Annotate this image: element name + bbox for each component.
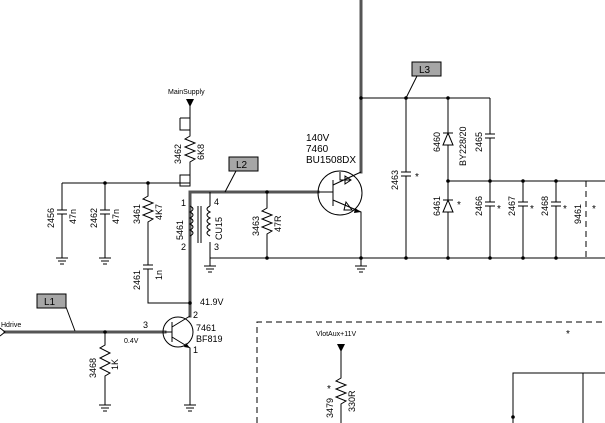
transistor-7461: 3 2 1 7461 BF819 <box>143 310 223 412</box>
resistor-3463: 3463 47R <box>251 192 283 258</box>
svg-text:330R: 330R <box>347 390 357 412</box>
svg-text:3: 3 <box>214 242 219 252</box>
svg-text:1n: 1n <box>154 270 164 280</box>
svg-text:3463: 3463 <box>251 216 261 236</box>
svg-text:47n: 47n <box>111 209 121 224</box>
svg-text:CU15: CU15 <box>214 217 224 240</box>
ground-symbol <box>355 258 367 273</box>
svg-text:1: 1 <box>193 345 198 355</box>
hdrive-label: Hdrive <box>1 322 21 329</box>
svg-text:2467: 2467 <box>507 196 517 216</box>
transformer-core <box>197 206 202 243</box>
svg-text:3468: 3468 <box>88 358 98 378</box>
svg-text:3479: 3479 <box>325 398 335 418</box>
svg-text:6461: 6461 <box>432 196 442 216</box>
svg-text:L2: L2 <box>236 160 248 171</box>
svg-text:1: 1 <box>181 198 186 208</box>
tag-l1-box <box>36 293 67 309</box>
svg-text:7461: 7461 <box>196 323 216 333</box>
svg-text:4: 4 <box>214 197 219 207</box>
svg-text:2: 2 <box>181 242 186 252</box>
svg-text:3461: 3461 <box>132 204 142 224</box>
capacitor-2465: 2465 <box>474 98 495 181</box>
svg-text:2456: 2456 <box>46 208 56 228</box>
main-supply: MainSupply 3462 6K8 <box>168 89 206 187</box>
capacitor-2463: 2463 * <box>390 98 419 258</box>
svg-text:*: * <box>530 204 534 215</box>
svg-text:3462: 3462 <box>173 144 183 164</box>
svg-text:140V: 140V <box>306 133 330 144</box>
svg-text:47R: 47R <box>273 215 283 232</box>
resistor-3461: 3461 4K7 <box>132 183 164 265</box>
svg-text:*: * <box>566 329 570 340</box>
emitter-arrow <box>184 343 190 348</box>
diode-6461: 6461 * <box>432 196 461 258</box>
svg-text:*: * <box>497 204 501 215</box>
resistor-3468: 3468 1K <box>88 332 120 412</box>
highlighted-nets <box>3 0 363 334</box>
hdrive-input: Hdrive <box>0 322 21 337</box>
tag-l1-pointer <box>65 306 76 332</box>
ground-symbol <box>99 404 111 412</box>
svg-text:*: * <box>592 204 596 215</box>
svg-text:2461: 2461 <box>132 270 142 290</box>
primary-winding <box>188 205 194 237</box>
capacitor-2456: 2456 47n <box>46 183 78 265</box>
main-supply-label: MainSupply <box>168 89 205 96</box>
capacitor-2467: 2467 * <box>507 181 534 258</box>
base-voltage: 0.4V <box>124 338 139 345</box>
svg-text:1K: 1K <box>110 359 120 370</box>
svg-text:*: * <box>457 200 461 211</box>
aux-block-border <box>256 321 605 423</box>
ground-symbol <box>204 258 216 273</box>
svg-text:7460: 7460 <box>306 144 329 155</box>
svg-text:*: * <box>563 204 567 215</box>
tag-l2: L2 <box>224 156 259 193</box>
svg-text:4K7: 4K7 <box>154 204 164 220</box>
diode-6460: 6460 BY228/20 <box>432 98 468 200</box>
svg-text:*: * <box>327 384 331 395</box>
svg-text:2: 2 <box>193 310 198 320</box>
tag-l3: L3 <box>405 61 442 99</box>
svg-text:BU1508DX: BU1508DX <box>306 155 356 166</box>
capacitor-2466: 2466 * <box>474 181 501 258</box>
svg-text:2468: 2468 <box>540 196 550 216</box>
resistor-3462 <box>183 130 197 175</box>
svg-text:47n: 47n <box>68 209 78 224</box>
net-collector-trace <box>188 190 214 318</box>
svg-text:9461: 9461 <box>573 204 583 224</box>
capacitor-2468: 2468 * <box>540 181 567 258</box>
tag-l1-text: L1 <box>44 297 56 308</box>
svg-text:3: 3 <box>143 320 148 330</box>
svg-text:5461: 5461 <box>175 220 185 240</box>
collector-voltage: 41.9V <box>200 297 224 307</box>
vlot-aux-label: VlotAux+11V <box>316 331 356 338</box>
svg-text:BY228/20: BY228/20 <box>458 126 468 166</box>
svg-text:BF819: BF819 <box>196 334 223 344</box>
aux-block: * VlotAux+11V 3479 330R * <box>256 321 605 423</box>
transistor-7460-body <box>317 170 363 216</box>
capacitor-9461: 9461 * <box>573 181 596 258</box>
svg-text:2465: 2465 <box>474 132 484 152</box>
svg-text:6K8: 6K8 <box>196 144 206 160</box>
secondary-winding <box>206 205 212 237</box>
transformer-5461: 1 2 3 4 5461 CU15 <box>175 192 224 258</box>
svg-text:2462: 2462 <box>89 208 99 228</box>
damper-diode <box>339 172 352 185</box>
tag-l1: L1 <box>36 293 76 332</box>
hdrive-arrow <box>0 327 6 337</box>
capacitor-2462: 2462 47n <box>89 183 121 265</box>
svg-text:2466: 2466 <box>474 196 484 216</box>
capacitor-2461: 2461 1n <box>132 264 190 304</box>
svg-text:L3: L3 <box>419 65 431 76</box>
svg-text:*: * <box>415 172 419 183</box>
svg-text:6460: 6460 <box>432 132 442 152</box>
ground-symbol <box>184 404 196 412</box>
svg-text:2463: 2463 <box>390 170 400 190</box>
resistor-3479 <box>334 344 348 423</box>
transistor-7460: 140V 7460 BU1508DX <box>306 133 367 273</box>
transistor-7461-body <box>162 316 194 348</box>
